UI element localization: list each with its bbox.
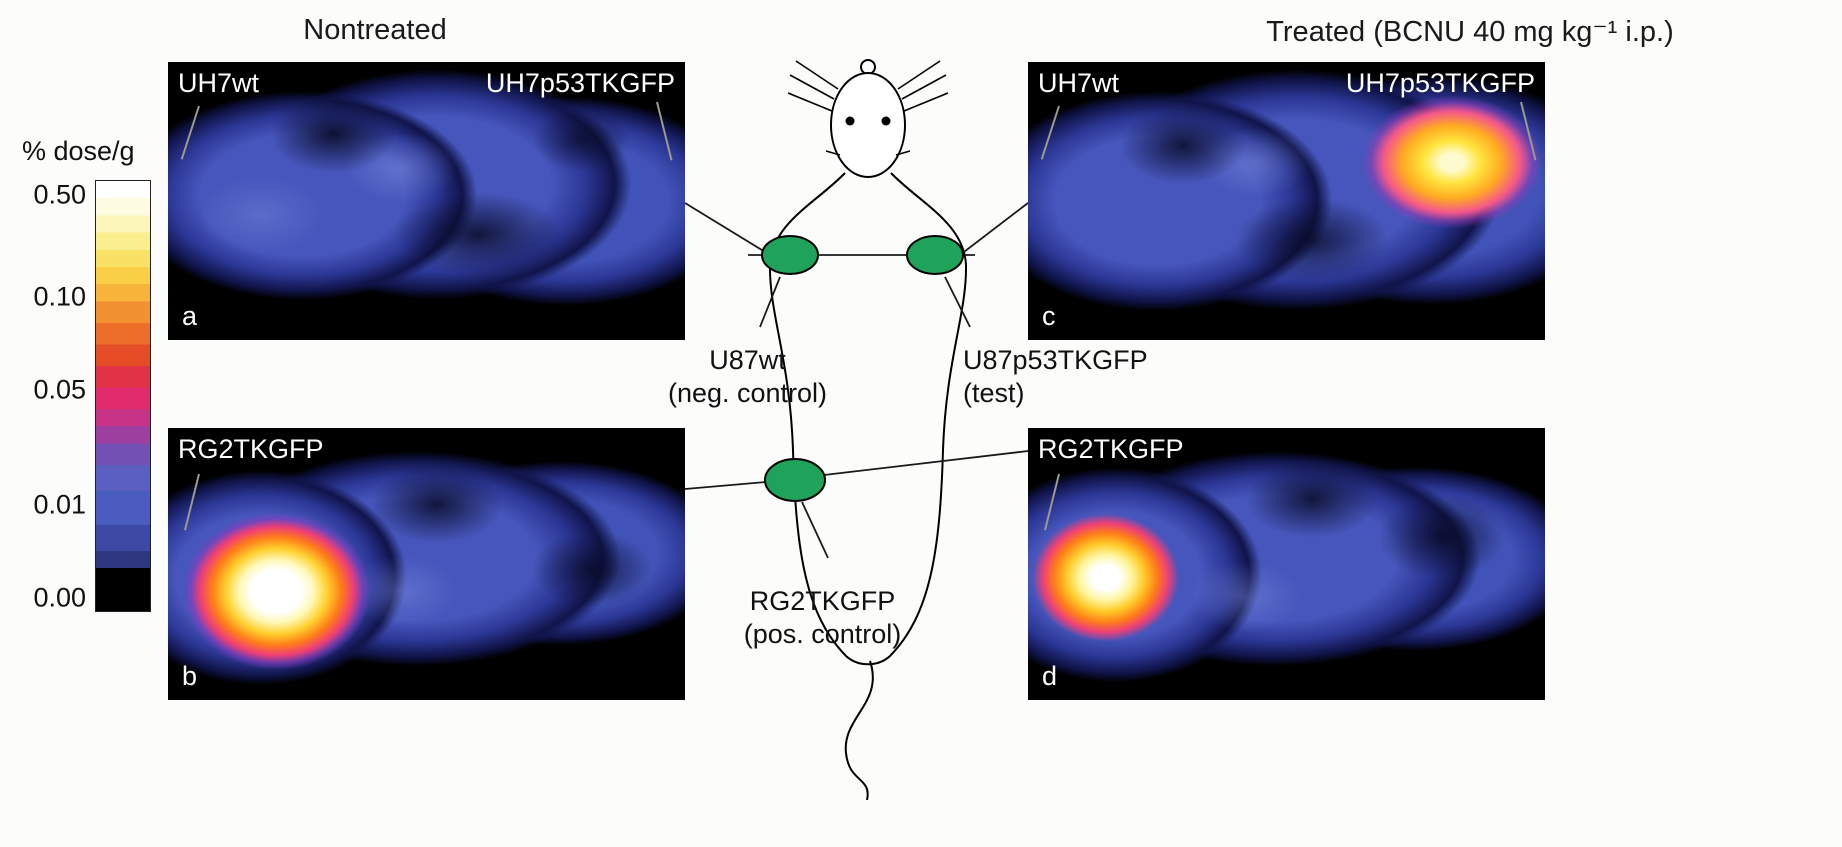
label-pos-control-line1: RG2TKGFP	[749, 586, 896, 616]
label-neg-control-line2: (neg. control)	[667, 378, 828, 408]
label-test-line1: U87p53TKGFP	[963, 345, 1148, 375]
scan-panel-c: UH7wt UH7p53TKGFP c	[1028, 62, 1545, 340]
panel-label-right: UH7p53TKGFP	[1345, 68, 1535, 98]
scan-image-d	[1028, 428, 1545, 700]
mouse-nose	[860, 59, 876, 75]
label-pos-control-line2: (pos. control)	[743, 619, 902, 649]
colorbar-unit-label: % dose/g	[22, 136, 135, 166]
panel-letter: d	[1042, 661, 1058, 691]
panel-label-left: UH7wt	[178, 68, 260, 98]
scan-image-a	[168, 62, 685, 340]
column-title-treated: Treated (BCNU 40 mg kg⁻¹ i.p.)	[1266, 16, 1674, 48]
tumor-neg-control	[761, 235, 819, 275]
colorbar	[95, 180, 151, 612]
scan-panel-b: RG2TKGFP b	[168, 428, 685, 700]
panel-label-left: RG2TKGFP	[178, 434, 324, 464]
panel-letter: b	[182, 661, 198, 691]
mouse-diagram	[684, 59, 1029, 800]
label-test-line2: (test)	[963, 378, 1025, 408]
mouse-body-outline	[768, 172, 968, 800]
colorbar-tick-001: 0.01	[33, 489, 86, 520]
mouse-eye-left	[845, 116, 855, 126]
label-pos-control: RG2TKGFP (pos. control)	[715, 585, 930, 651]
panel-letter: a	[182, 301, 198, 331]
label-neg-control-line1: U87wt	[709, 345, 786, 375]
label-neg-control: U87wt (neg. control)	[640, 344, 855, 410]
label-test: U87p53TKGFP (test)	[963, 344, 1198, 410]
panel-label-left: UH7wt	[1038, 68, 1120, 98]
colorbar-tick-000: 0.00	[33, 582, 86, 613]
mouse-head	[830, 72, 906, 178]
mouse-ear-left	[825, 150, 841, 156]
scan-image-b	[168, 428, 685, 700]
panel-label-right: UH7p53TKGFP	[485, 68, 675, 98]
column-title-nontreated: Nontreated	[303, 14, 447, 46]
whiskers-icon	[787, 60, 949, 112]
colorbar-tick-050: 0.50	[33, 179, 86, 210]
scan-panel-d: RG2TKGFP d	[1028, 428, 1545, 700]
scan-image-c	[1028, 62, 1545, 340]
scan-panel-a: UH7wt UH7p53TKGFP a	[168, 62, 685, 340]
colorbar-tick-010: 0.10	[33, 281, 86, 312]
panel-letter: c	[1042, 301, 1056, 331]
tumor-test	[906, 235, 964, 275]
mouse-tail	[844, 660, 874, 800]
mouse-eye-right	[881, 116, 891, 126]
tumor-pos-control	[764, 458, 826, 502]
colorbar-tick-005: 0.05	[33, 374, 86, 405]
mouse-ear-right	[895, 150, 911, 156]
panel-label-left: RG2TKGFP	[1038, 434, 1184, 464]
